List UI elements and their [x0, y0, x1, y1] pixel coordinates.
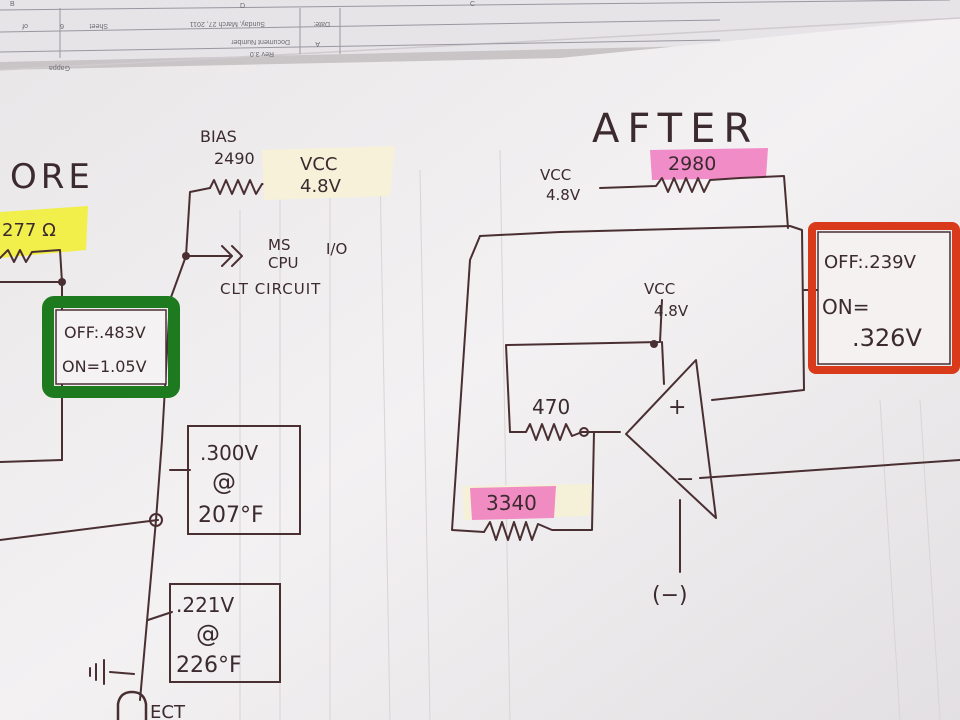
opamp-plus: + — [668, 395, 686, 420]
after-feedback-resistor: 2980 — [668, 153, 716, 175]
title-of-label: of — [22, 22, 28, 29]
tape-vcc — [262, 146, 395, 200]
reading-box-221 — [169, 583, 281, 683]
ect-label: ECT — [150, 702, 186, 720]
reading2-temp: 226°F — [176, 653, 242, 678]
title-date-value: Sunday, March 27, 2011 — [190, 20, 265, 27]
after-on-value: .326V — [852, 324, 922, 352]
ground-icon — [89, 659, 135, 685]
after-heading: AFTER — [592, 106, 759, 152]
bias-label: BIAS — [200, 127, 237, 146]
opamp-minus: − — [676, 467, 694, 492]
reading-box-300 — [187, 425, 301, 535]
red-highlight-box — [808, 222, 960, 374]
before-vcc-value: 4.8V — [300, 176, 342, 197]
title-sheet-num: 6 — [60, 22, 64, 29]
before-heading: ORE — [10, 157, 94, 197]
io-label: I/O — [326, 240, 347, 258]
after-ground-resistor: 3340 — [486, 491, 537, 515]
before-vcc-label: VCC — [300, 154, 337, 175]
title-sheet-label: Sheet — [90, 22, 108, 29]
title-designer: Gappa — [49, 64, 70, 71]
bias-value: 2490 — [214, 149, 255, 168]
pink-highlight-2980 — [650, 148, 768, 180]
title-date-label: Date: — [313, 20, 330, 27]
title-col-b: B — [10, 1, 15, 8]
print-bleed-lines — [239, 149, 941, 720]
title-block — [0, 0, 951, 58]
green-highlight-box — [42, 296, 180, 398]
before-off-reading: OFF:.483V — [64, 323, 146, 342]
title-size: A — [315, 40, 320, 47]
ect-sensor — [116, 690, 148, 720]
reading1-temp: 207°F — [198, 503, 264, 528]
reading1-at: @ — [212, 468, 236, 496]
after-vcc-mid-label: VCC — [644, 280, 675, 298]
after-vcc-top-value: 4.8V — [546, 186, 581, 204]
back-sheet — [0, 0, 960, 62]
clt-circuit-label: CLT CIRCUIT — [220, 280, 321, 298]
after-input-resistor: 470 — [532, 395, 570, 419]
title-col-d: D — [240, 3, 245, 10]
cpu-label: CPU — [268, 254, 299, 272]
reading2-value: .221V — [176, 593, 235, 617]
neg-supply: (−) — [652, 583, 688, 608]
after-on-label: ON= — [822, 295, 869, 319]
after-off-reading: OFF:.239V — [824, 252, 917, 273]
title-col-c: C — [470, 1, 475, 8]
title-doc-number: Document Number — [231, 38, 290, 45]
reading2-at: @ — [196, 620, 220, 648]
title-rev: Rev 3.0 — [250, 50, 274, 57]
before-resistor-277: 277 Ω — [2, 220, 56, 241]
after-vcc-mid-value: 4.8V — [654, 302, 689, 320]
pink-highlight-3340 — [470, 486, 556, 520]
after-wires — [451, 175, 960, 573]
before-on-reading: ON=1.05V — [62, 357, 147, 376]
ms-label: MS — [268, 236, 290, 254]
after-vcc-top-label: VCC — [540, 166, 571, 184]
reading1-value: .300V — [200, 441, 259, 465]
yellow-highlight — [0, 206, 88, 258]
